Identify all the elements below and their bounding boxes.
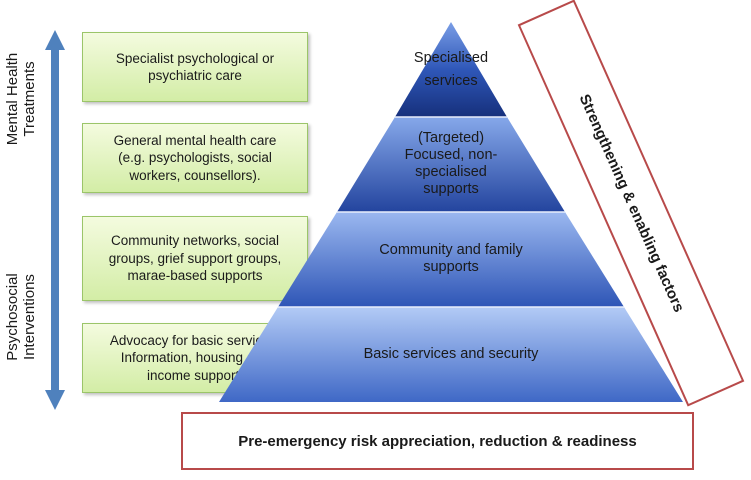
tier-label-targeted: (Targeted) Focused, non- specialised sup…: [404, 130, 498, 197]
pre-emergency-box: Pre-emergency risk appreciation, reducti…: [181, 412, 694, 470]
tier-label-specialised: Specialised services: [413, 50, 489, 89]
box-community-networks: Community networks, social groups, grief…: [82, 216, 308, 301]
double-arrow-icon: [45, 30, 65, 410]
pyramid-tier-community: [278, 212, 624, 307]
tier-label-basic: Basic services and security: [363, 345, 539, 362]
box-general-care: General mental health care (e.g. psychol…: [82, 123, 308, 193]
tier-label-community: Community and family supports: [379, 242, 523, 275]
pyramid-tier-specialised: [395, 22, 507, 117]
pyramid-tier-targeted: [337, 117, 565, 212]
pyramid-tier-basic: [219, 307, 683, 402]
box-specialist-care: Specialist psychological or psychiatric …: [82, 32, 308, 102]
